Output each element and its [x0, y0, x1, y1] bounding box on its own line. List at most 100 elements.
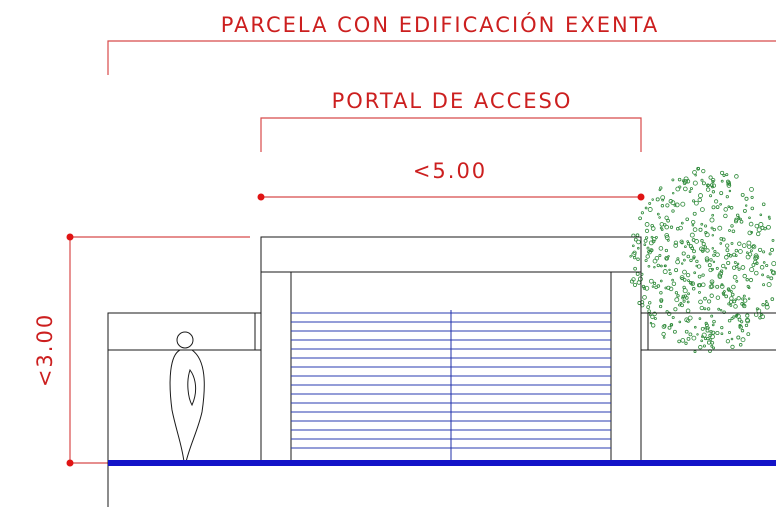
- tree-leaf: [708, 333, 712, 338]
- tree-leaf: [735, 279, 739, 283]
- tree-leaf: [692, 180, 698, 186]
- tree-leaf: [677, 177, 682, 182]
- person-arm: [187, 368, 197, 407]
- tree-leaf: [692, 211, 697, 216]
- tree-leaf: [643, 243, 647, 247]
- tree-leaf: [733, 260, 737, 264]
- tree-leaf: [647, 264, 651, 268]
- tree-leaf: [712, 319, 716, 324]
- tree-leaf: [711, 213, 715, 217]
- tree-leaf: [769, 276, 774, 281]
- tree-leaf: [728, 189, 732, 193]
- tree-leaf: [674, 297, 680, 303]
- tree-leaf: [731, 284, 736, 290]
- tree-leaf: [692, 199, 696, 203]
- tree-leaf: [759, 265, 765, 270]
- tree-leaf: [699, 305, 704, 311]
- tree-leaf: [709, 258, 713, 262]
- tree-leaf: [740, 192, 745, 197]
- tree-leaf: [703, 307, 707, 311]
- tree-leaf: [749, 186, 754, 192]
- tree-leaf: [659, 226, 663, 230]
- tree-leaf: [685, 308, 691, 314]
- tree-leaf: [730, 316, 734, 321]
- tree-leaf: [741, 243, 747, 248]
- tree-leaf: [631, 277, 636, 282]
- tree-leaf: [647, 250, 650, 253]
- tree-leaf: [656, 284, 661, 288]
- tree-leaf: [733, 304, 738, 309]
- tree-leaf: [673, 203, 677, 207]
- tree-leaf: [727, 318, 732, 323]
- tree-leaf: [720, 283, 724, 287]
- tree-leaf: [695, 259, 699, 264]
- tree-leaf: [697, 274, 702, 279]
- tree-leaf: [659, 298, 664, 303]
- tree-leaf: [688, 281, 693, 285]
- tree-leaf: [680, 241, 684, 245]
- tree-leaf: [659, 222, 665, 227]
- tree-leaf: [722, 310, 726, 314]
- tree-leaf: [767, 215, 771, 219]
- tree-leaf: [717, 225, 723, 231]
- tree-leaf: [761, 202, 766, 207]
- tree-leaf: [700, 339, 704, 343]
- tree-leaf: [686, 336, 691, 341]
- tree-leaf: [740, 329, 745, 333]
- tree-leaf: [723, 207, 728, 212]
- tree-leaf: [665, 203, 670, 208]
- tree-leaf: [736, 296, 741, 301]
- tree-leaf: [698, 290, 701, 294]
- tree-leaf: [737, 267, 741, 271]
- tree-leaf: [671, 178, 675, 182]
- tree-leaf: [681, 179, 685, 183]
- tree-leaf: [723, 290, 726, 293]
- tree-leaf: [706, 336, 710, 341]
- tree-leaf: [661, 324, 667, 329]
- tree-leaf: [710, 344, 714, 348]
- tree-leaf: [653, 266, 656, 269]
- tree-leaf: [687, 279, 690, 282]
- tree-leaf: [713, 199, 719, 204]
- tree-leaf: [674, 202, 680, 208]
- tree-leaf: [652, 281, 657, 285]
- tree-leaf: [677, 339, 681, 344]
- tree-leaf: [635, 271, 640, 276]
- tree-leaf: [680, 201, 686, 207]
- tree-leaf: [656, 212, 660, 216]
- tree-leaf: [761, 303, 765, 307]
- tree-leaf: [706, 307, 711, 311]
- tree-leaf: [652, 311, 657, 317]
- tree-leaf: [762, 261, 766, 264]
- tree-leaf: [734, 217, 739, 222]
- tree-leaf: [748, 216, 751, 220]
- tree-leaf: [715, 284, 720, 289]
- tree-leaf: [724, 255, 729, 260]
- tree-leaf: [747, 286, 751, 290]
- tree-leaf: [704, 326, 707, 330]
- tree-leaf: [700, 178, 704, 182]
- tree-leaf: [711, 190, 716, 194]
- tree-leaf: [721, 263, 726, 269]
- tree-leaf: [745, 313, 750, 318]
- tree-leaf: [700, 327, 705, 331]
- tree-leaf: [729, 296, 734, 301]
- tree-leaf: [732, 274, 738, 280]
- tree-leaf: [750, 195, 754, 199]
- tree-leaf: [737, 216, 741, 219]
- tree-leaf: [712, 227, 716, 232]
- tree-leaf: [652, 237, 657, 242]
- tree-leaf: [707, 263, 712, 268]
- tree-leaf: [673, 307, 678, 312]
- tree-leaf: [640, 211, 644, 215]
- tree-leaf: [684, 296, 689, 300]
- tree-leaf: [676, 294, 680, 298]
- tree-leaf: [771, 238, 775, 242]
- tree-leaf: [720, 325, 724, 330]
- tree-leaf: [751, 263, 756, 267]
- tree-leaf: [711, 178, 716, 183]
- tree-leaf: [647, 207, 653, 212]
- tree-leaf: [710, 340, 715, 345]
- plot-bracket: [107, 40, 776, 75]
- tree-leaf: [697, 283, 702, 288]
